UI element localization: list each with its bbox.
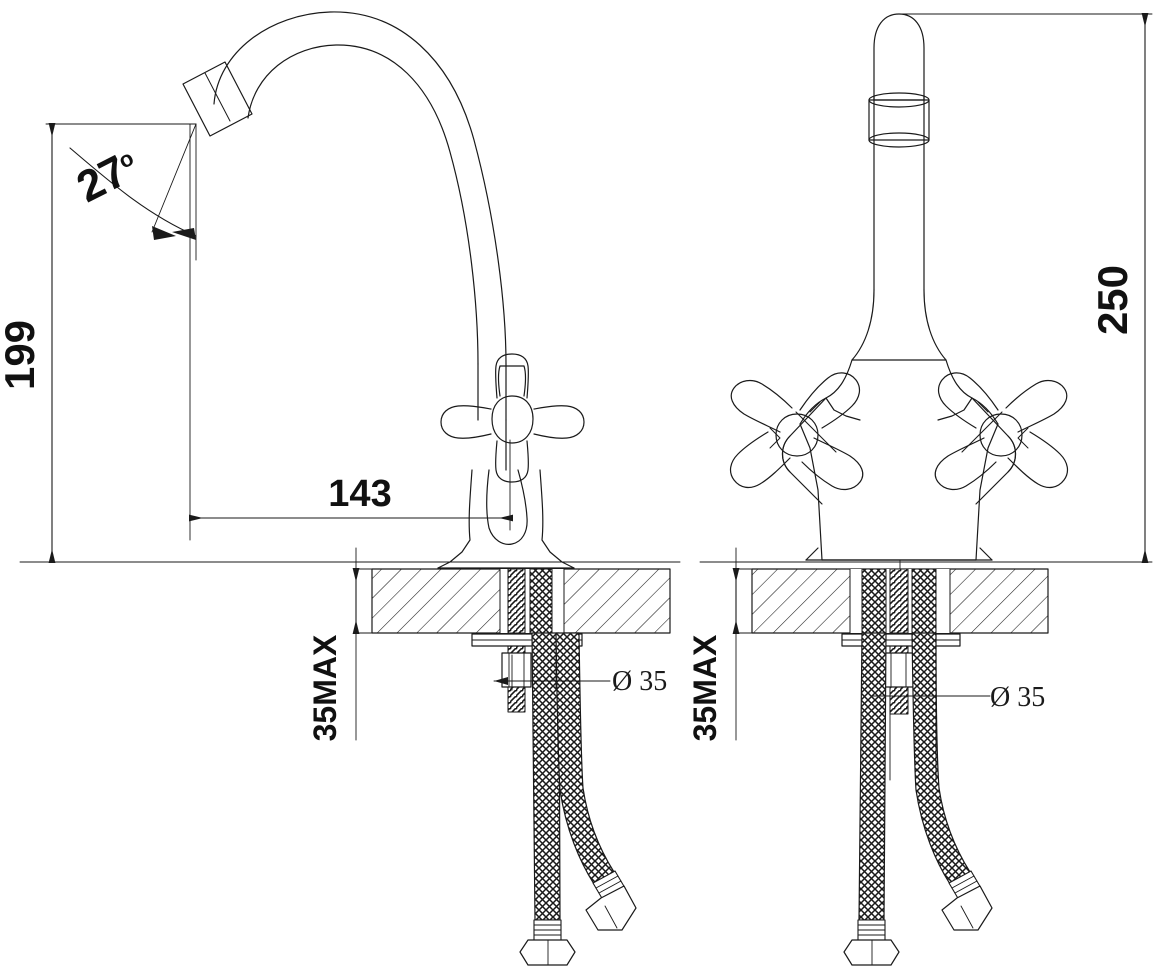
cross-handle-left-front	[729, 372, 864, 505]
dimension-label-27-degrees: 27 o	[69, 145, 137, 212]
cross-handle	[440, 353, 585, 483]
leader-diameter-35-left	[493, 677, 611, 685]
dimension-27-degrees	[69, 123, 197, 261]
dimension-label-143: 143	[328, 473, 391, 515]
side-elevation-view	[182, 11, 671, 966]
aerator-outlet	[182, 61, 253, 137]
mounting-nut-right	[883, 652, 915, 688]
dimension-label-35max-right: 35MAX	[687, 634, 723, 741]
mixer-body	[437, 363, 575, 569]
mixer-body-front	[799, 359, 999, 561]
braided-flexible-hose-right	[861, 568, 937, 634]
front-elevation-view	[729, 13, 1069, 966]
dimension-label-35max-left: 35MAX	[307, 634, 343, 741]
dimension-label-250: 250	[1089, 265, 1136, 335]
hose-assembly-right	[843, 632, 993, 966]
swan-neck-spout-front	[851, 13, 947, 361]
extension-lines	[19, 13, 1153, 781]
swan-neck-spout	[213, 11, 507, 365]
braided-flexible-hose	[529, 568, 553, 634]
mounting-washer-right	[841, 633, 961, 647]
cross-handle-right-front	[934, 372, 1069, 505]
dimension-label-199: 199	[0, 320, 43, 390]
dimension-label-diameter-35-left: Ø 35	[612, 666, 667, 697]
hose-assembly-left	[519, 632, 637, 966]
dimension-label-diameter-35-right: Ø 35	[990, 682, 1045, 713]
